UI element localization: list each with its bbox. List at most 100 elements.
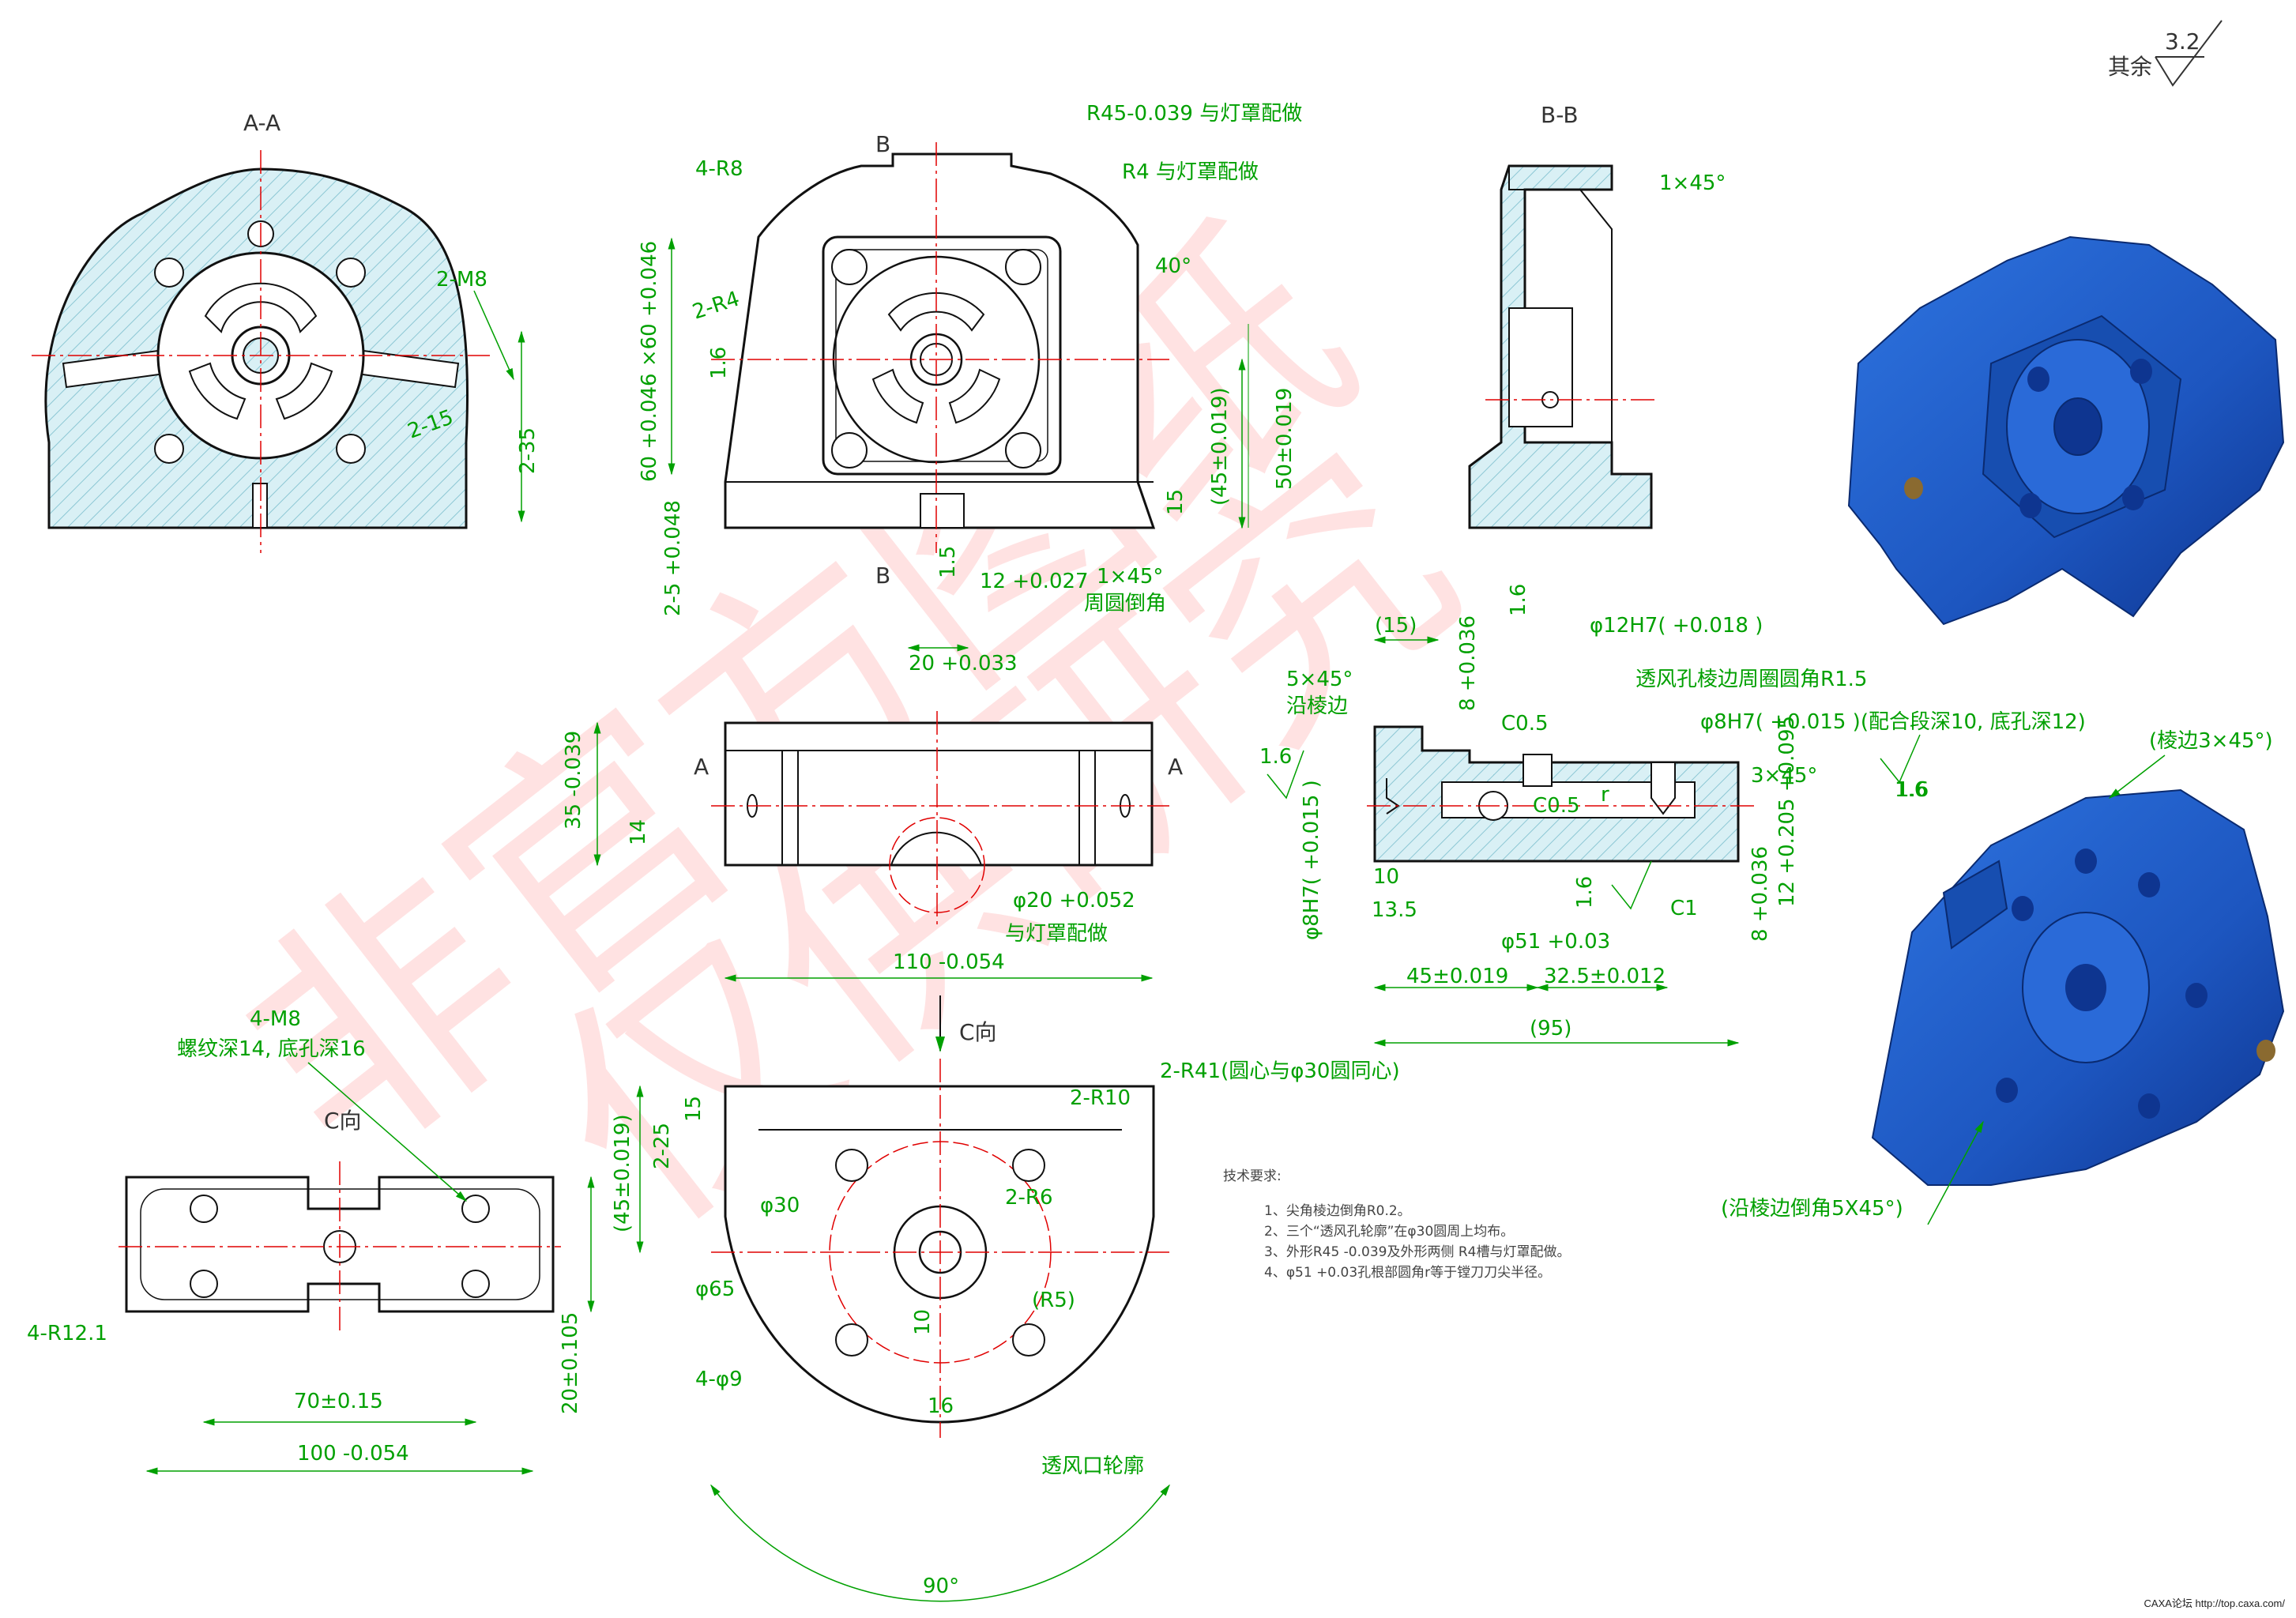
front-dim-r4: 2-R4 bbox=[690, 287, 743, 324]
section-aa-view: A-A 2-M8 2-15 2-35 bbox=[32, 110, 540, 553]
front-cut-b-bottom: B bbox=[875, 563, 890, 589]
iso-dim-edge5: (沿棱边倒角5X45°) bbox=[1721, 1197, 1903, 1221]
bottom-dim-r5: (R5) bbox=[1032, 1289, 1075, 1312]
side-section-view: (15) 1.6 φ12H7( +0.018 ) 透风孔棱边周圈圆角R1.5 5… bbox=[1259, 584, 2086, 1047]
front-dim-20: 20 +0.033 bbox=[909, 652, 1018, 675]
top-dim-phi20-note: 与灯罩配做 bbox=[1005, 922, 1108, 946]
front-dim-12: 12 +0.027 bbox=[980, 570, 1089, 593]
top-cut-a-left: A bbox=[694, 754, 709, 780]
side-dim-vent: 透风孔棱边周圈圆角R1.5 bbox=[1635, 668, 1867, 691]
section-aa-title: A-A bbox=[243, 110, 280, 136]
side-dim-1-6b: 1.6 bbox=[1259, 745, 1292, 769]
bottom-view: C向 2-R41(圆心与φ30圆同心) 2-R10 2-R6 φ30 φ65 (… bbox=[611, 995, 1400, 1602]
bottom-dim-15: 15 bbox=[682, 1096, 706, 1122]
aa-dim-35: 2-35 bbox=[516, 427, 540, 474]
side-dim-phi8b: φ8H7( +0.015 ) bbox=[1300, 780, 1323, 940]
front-dim-r45: R45-0.039 与灯罩配做 bbox=[1086, 102, 1302, 126]
front-cut-b-top: B bbox=[875, 131, 890, 157]
front-dim-r4b: R4 与灯罩配做 bbox=[1122, 160, 1259, 184]
iso-model-top bbox=[1847, 235, 2285, 626]
top-cut-a-right: A bbox=[1168, 754, 1183, 780]
c-dim-m8-note: 螺纹深14, 底孔深16 bbox=[177, 1037, 366, 1061]
c-dim-70: 70±0.15 bbox=[294, 1390, 383, 1413]
front-dim-r8: 4-R8 bbox=[695, 157, 743, 181]
front-dim-1-5: 1.5 bbox=[936, 546, 960, 578]
bottom-dim-phi65: φ65 bbox=[695, 1277, 735, 1301]
front-dim-2-5: 2-5 +0.048 bbox=[661, 500, 685, 616]
tech-item-1: 1、尖角棱边倒角R0.2。 bbox=[1264, 1203, 1411, 1219]
roughness-symbol: 其余 3.2 bbox=[2108, 20, 2223, 87]
side-dim-15: (15) bbox=[1375, 614, 1417, 638]
view-c: C向 4-M8 螺纹深14, 底孔深16 4-R12.1 70±0.15 100… bbox=[27, 1007, 595, 1475]
side-dim-c05b: C0.5 bbox=[1533, 794, 1580, 818]
bb-dim-chamfer: 1×45° bbox=[1659, 171, 1726, 195]
side-dim-10: 10 bbox=[1373, 865, 1399, 889]
tech-item-3: 3、外形R45 -0.039及外形两侧 R4槽与灯罩配做。 bbox=[1264, 1244, 1571, 1260]
c-dim-100: 100 -0.054 bbox=[297, 1442, 409, 1466]
tech-item-4: 4、φ51 +0.03孔根部圆角r等于镗刀刀尖半径。 bbox=[1264, 1265, 1551, 1281]
side-dim-1-6c: 1.6 bbox=[1896, 778, 1929, 802]
top-dim-35: 35 -0.039 bbox=[562, 731, 585, 830]
iso-dim-1-6: 1.6 bbox=[1895, 778, 1927, 802]
side-dim-phi51: φ51 +0.03 bbox=[1501, 930, 1610, 954]
side-dim-phi8a: φ8H7( +0.015 )(配合段深10, 底孔深12) bbox=[1700, 710, 2086, 734]
side-dim-c1: C1 bbox=[1670, 897, 1698, 920]
front-dim-chamfer-note: 周圆倒角 bbox=[1084, 592, 1166, 615]
side-dim-cham3: 3×45° bbox=[1751, 764, 1817, 788]
front-dim-40deg: 40° bbox=[1155, 254, 1191, 278]
footer-credit: CAXA论坛 http://top.caxa.com/ bbox=[2144, 1597, 2285, 1609]
front-dim-60x60: 60 +0.046 ×60 +0.046 bbox=[638, 241, 661, 482]
side-dim-cham5: 5×45° bbox=[1286, 668, 1353, 691]
c-dim-m8: 4-M8 bbox=[250, 1007, 301, 1031]
front-dim-1-6: 1.6 bbox=[707, 347, 731, 379]
c-dim-20: 20±0.105 bbox=[559, 1312, 582, 1414]
bottom-dim-10: 10 bbox=[911, 1309, 935, 1335]
side-dim-95: (95) bbox=[1530, 1017, 1571, 1040]
bottom-dim-r10: 2-R10 bbox=[1070, 1086, 1131, 1110]
side-dim-32-5: 32.5±0.012 bbox=[1544, 965, 1666, 988]
side-dim-r: r bbox=[1601, 783, 1609, 807]
side-dim-13-5: 13.5 bbox=[1372, 898, 1417, 922]
front-dim-50: 50±0.019 bbox=[1273, 388, 1297, 490]
side-dim-8a: 8 +0.036 bbox=[1456, 615, 1480, 711]
bottom-dim-phi30: φ30 bbox=[760, 1194, 800, 1217]
roughness-prefix: 其余 bbox=[2108, 54, 2152, 80]
bottom-dim-vent: 透风口轮廓 bbox=[1041, 1454, 1144, 1478]
roughness-value: 3.2 bbox=[2165, 28, 2200, 55]
c-dim-r12: 4-R12.1 bbox=[27, 1322, 107, 1345]
top-dim-110: 110 -0.054 bbox=[893, 950, 1005, 974]
side-dim-45: 45±0.019 bbox=[1406, 965, 1508, 988]
side-dim-12: 12 +0.205 +0.095 bbox=[1775, 716, 1799, 907]
bottom-dim-25: 2-25 bbox=[650, 1123, 674, 1169]
arrow-c-label: C向 bbox=[959, 1019, 997, 1045]
front-view: B B 4-R8 2-R4 R45-0.039 与灯罩配做 R4 与灯罩配做 4… bbox=[638, 102, 1302, 675]
side-dim-8b: 8 +0.036 bbox=[1748, 846, 1772, 942]
tech-requirements: 技术要求: 1、尖角棱边倒角R0.2。 2、三个“透风孔轮廓”在φ30圆周上均布… bbox=[1223, 1168, 1571, 1281]
side-dim-c05a: C0.5 bbox=[1501, 712, 1549, 736]
tech-item-2: 2、三个“透风孔轮廓”在φ30圆周上均布。 bbox=[1264, 1224, 1514, 1240]
front-dim-45: (45±0.019) bbox=[1208, 387, 1232, 506]
section-bb-view: B-B 1×45° bbox=[1468, 102, 1726, 529]
side-dim-cham5-note: 沿棱边 bbox=[1286, 694, 1348, 718]
front-dim-15: 15 bbox=[1164, 489, 1188, 515]
front-dim-chamfer: 1×45° bbox=[1097, 565, 1163, 589]
tech-title: 技术要求: bbox=[1223, 1168, 1282, 1184]
aa-dim-m8: 2-M8 bbox=[436, 268, 487, 292]
top-view: A A 35 -0.039 14 φ20 +0.052 与灯罩配做 110 -0… bbox=[562, 711, 1183, 982]
bottom-dim-r41: 2-R41(圆心与φ30圆同心) bbox=[1160, 1059, 1400, 1083]
bottom-dim-90deg: 90° bbox=[923, 1575, 959, 1598]
section-bb-title: B-B bbox=[1541, 102, 1579, 128]
side-dim-1-6d: 1.6 bbox=[1573, 876, 1597, 909]
bottom-dim-r6: 2-R6 bbox=[1005, 1186, 1053, 1210]
top-dim-phi20: φ20 +0.052 bbox=[1013, 889, 1135, 912]
bottom-dim-45: (45±0.019) bbox=[611, 1114, 634, 1232]
iso-dim-edge3: (棱边3×45°) bbox=[2149, 729, 2273, 753]
iso-model-bottom: (棱边3×45°) 1.6 (沿棱边倒角5X45°) bbox=[1721, 729, 2285, 1225]
side-dim-phi12: φ12H7( +0.018 ) bbox=[1590, 614, 1763, 638]
view-c-title: C向 bbox=[324, 1108, 362, 1134]
side-dim-1-6a: 1.6 bbox=[1507, 584, 1530, 616]
top-dim-14: 14 bbox=[627, 819, 650, 845]
bottom-dim-phi9: 4-φ9 bbox=[695, 1368, 743, 1391]
bottom-dim-16: 16 bbox=[928, 1394, 954, 1418]
